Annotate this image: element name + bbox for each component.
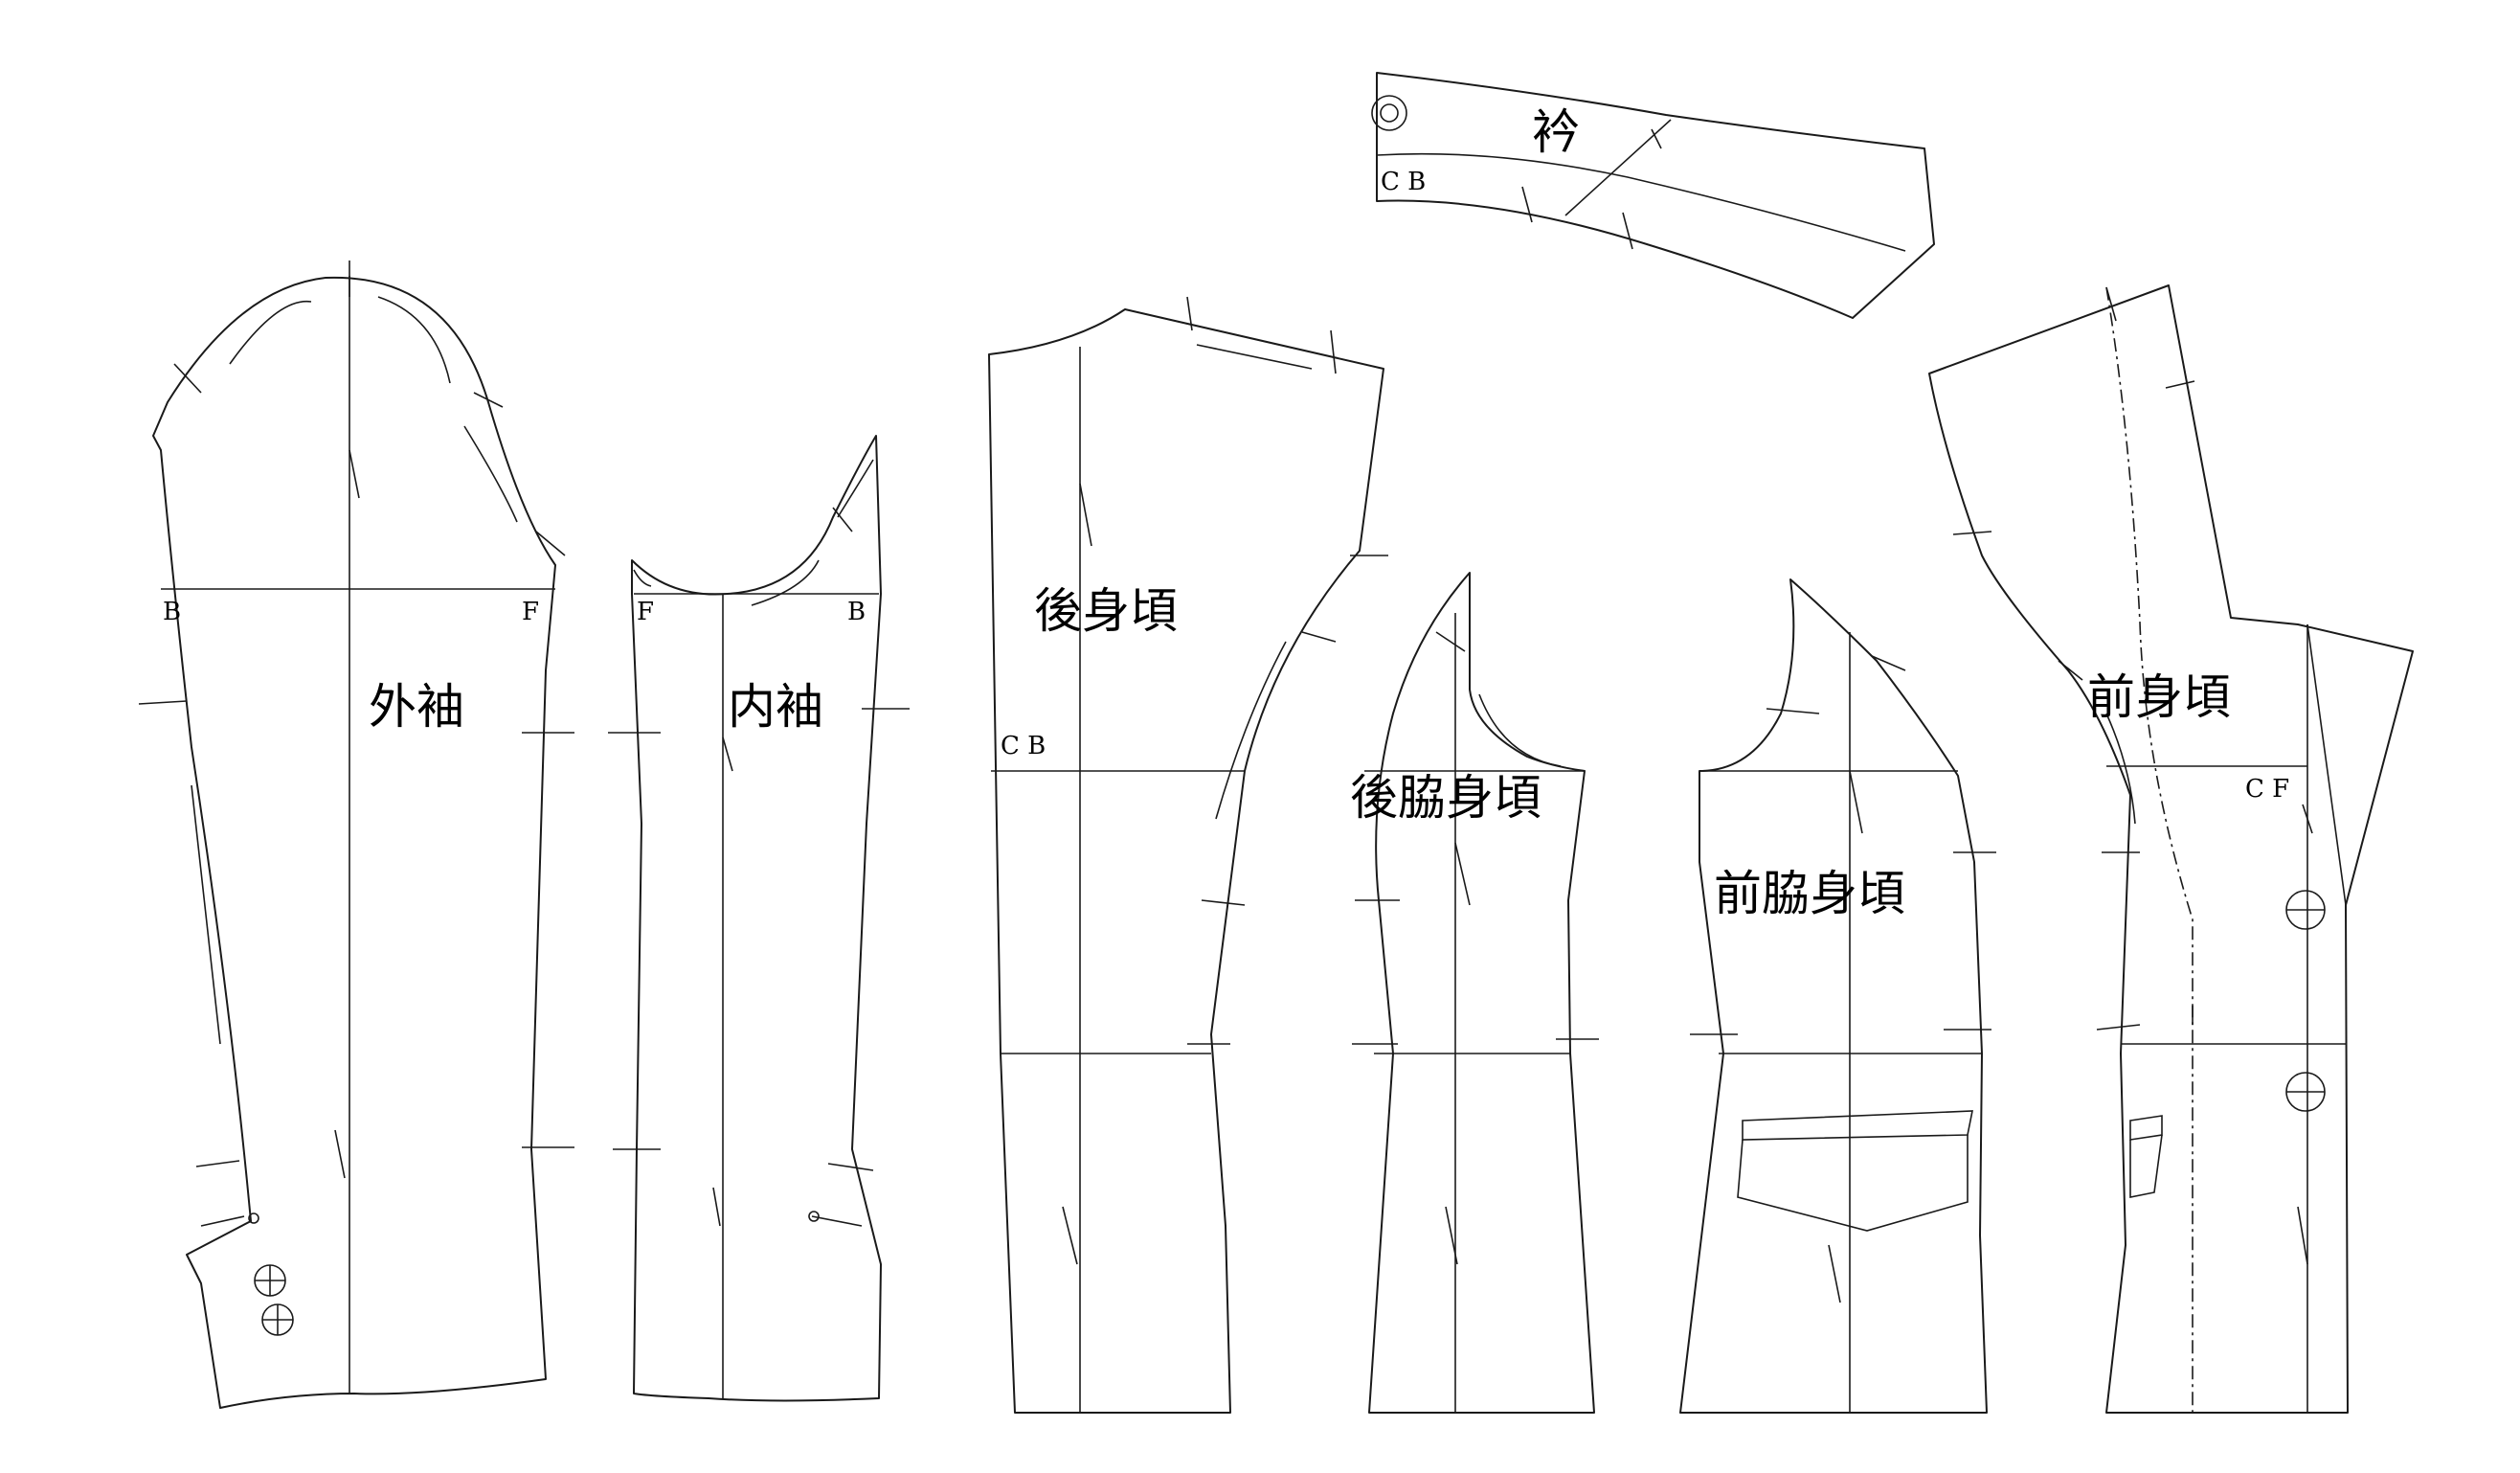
outer-sleeve-piece [138, 261, 574, 1409]
inner-sleeve-piece [608, 435, 910, 1402]
collar-piece [1371, 72, 1935, 319]
outer-sleeve-label: 外袖 [369, 679, 464, 735]
back-body-label: 後身頃 [1034, 583, 1178, 639]
front-body-piece [1928, 284, 2414, 1414]
outer-sleeve-f-mark: F [522, 598, 539, 626]
inner-sleeve-b-mark: B [847, 598, 866, 626]
outer-sleeve-b-mark: B [163, 598, 181, 626]
front-side-body-piece [1679, 578, 1996, 1414]
back-body-piece [988, 296, 1388, 1414]
inner-sleeve-f-mark: F [637, 598, 654, 626]
front-body-label: 前身頃 [2087, 669, 2231, 725]
back-body-cb-mark: C B [1001, 732, 1046, 760]
front-side-body-label: 前脇身頃 [1714, 866, 1905, 921]
collar-cb-mark: C B [1381, 168, 1426, 196]
back-side-body-piece [1352, 572, 1599, 1414]
collar-label: 衿 [1532, 104, 1580, 160]
front-body-cf-mark: C F [2245, 775, 2289, 804]
back-side-body-label: 後脇身頃 [1350, 770, 1541, 826]
inner-sleeve-label: 内袖 [728, 679, 823, 735]
